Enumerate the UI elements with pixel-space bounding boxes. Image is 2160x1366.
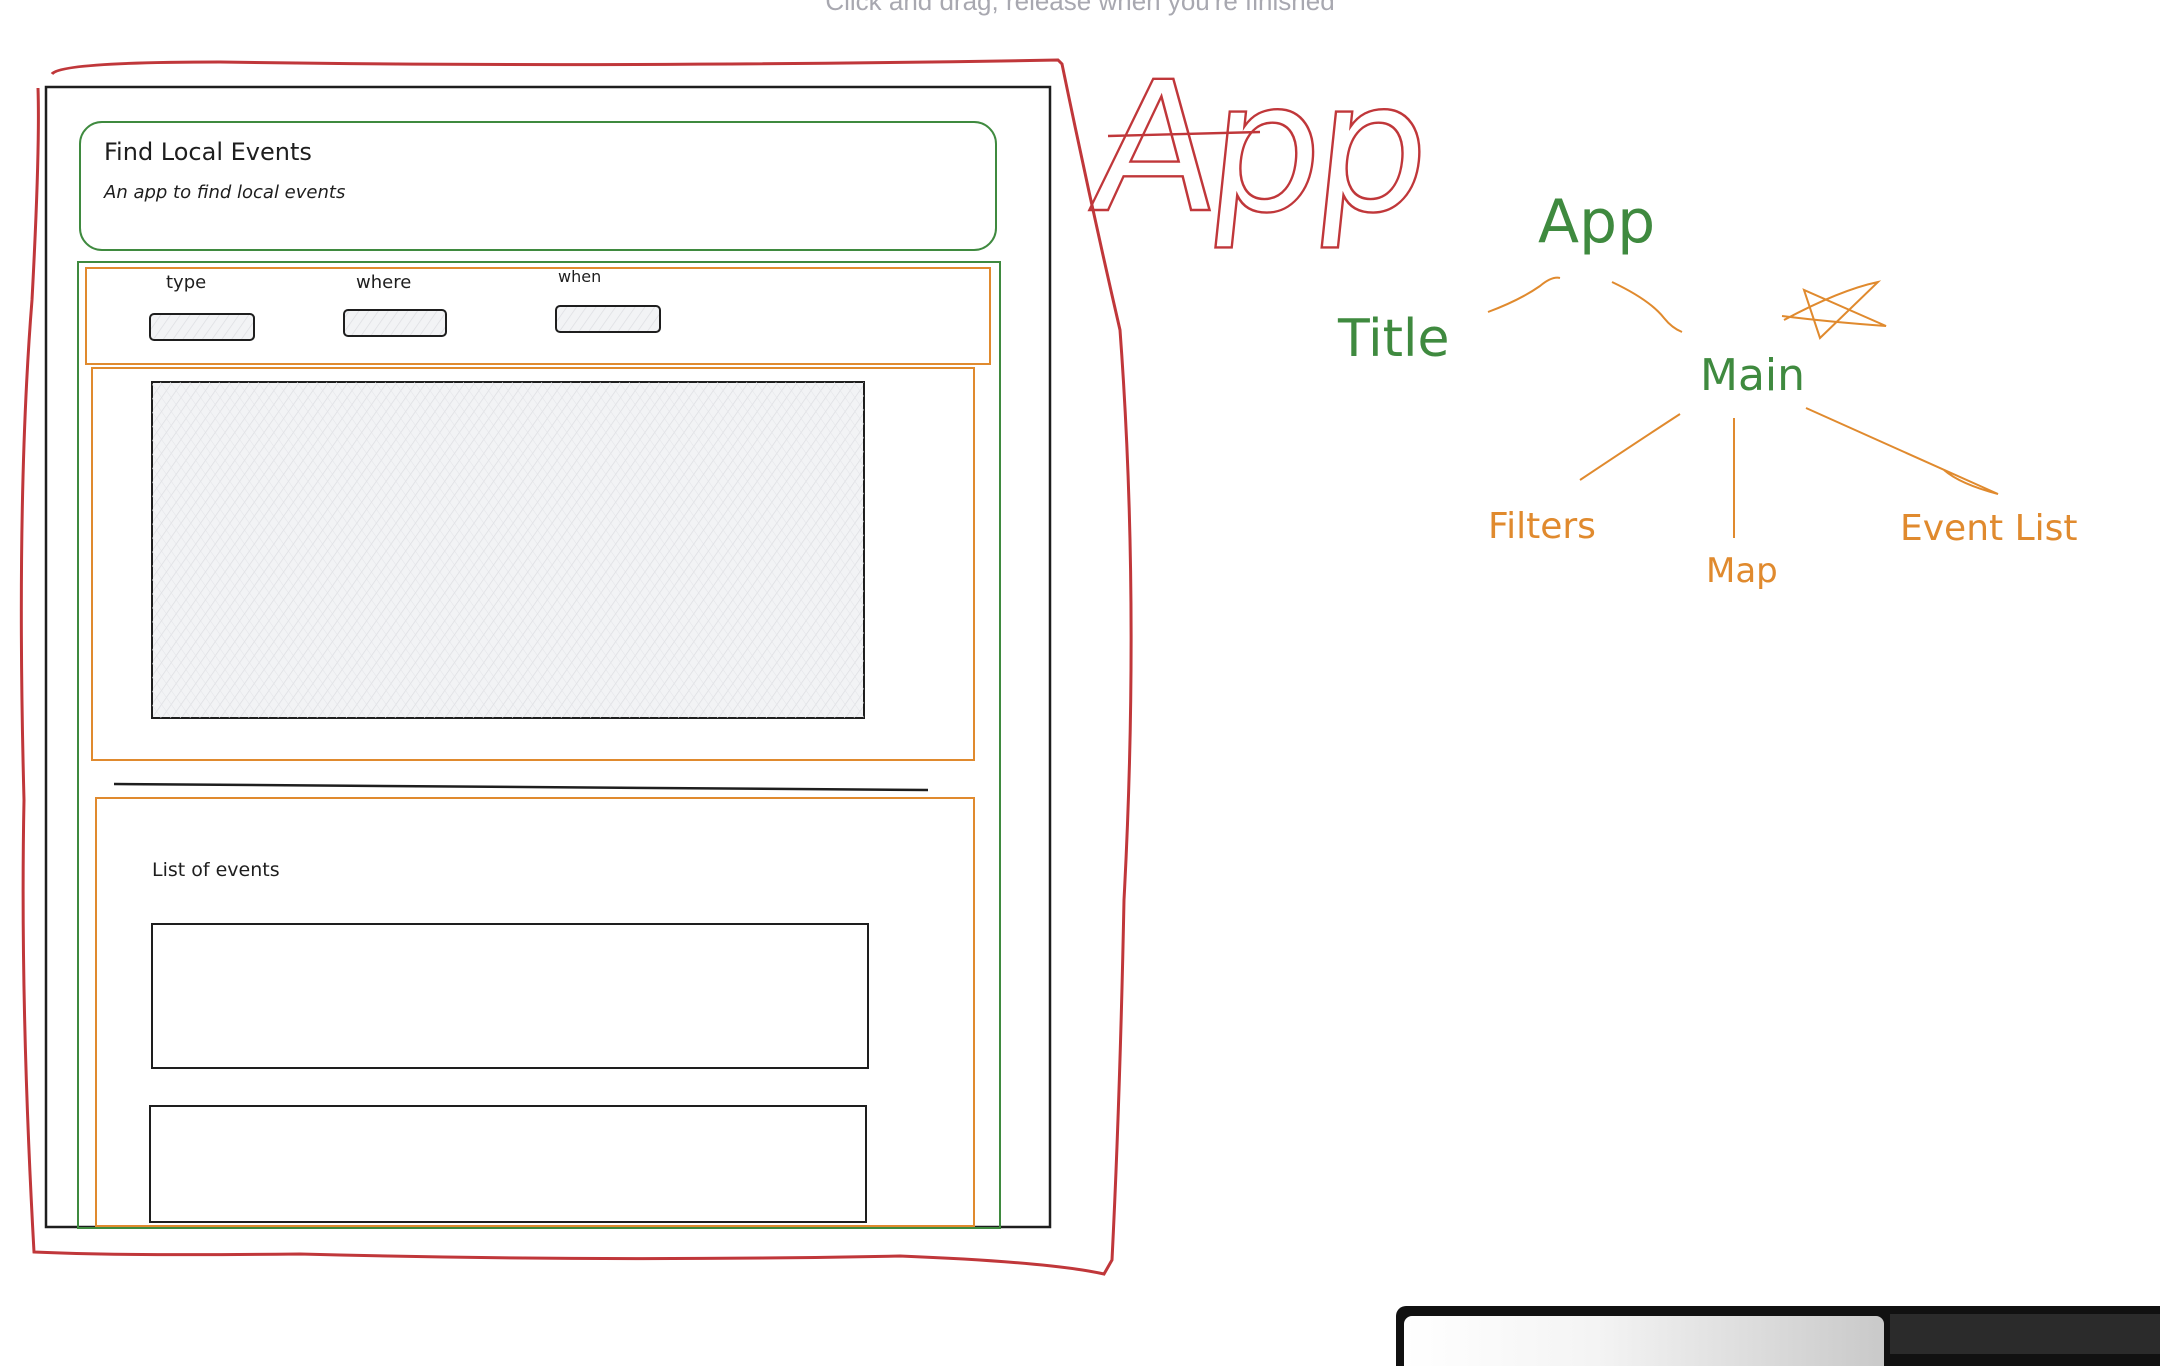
crossed-out-mark[interactable] [1781, 280, 1887, 340]
app-boundary-outline[interactable] [19, 58, 1133, 1276]
tree-node-main[interactable]: Main [1700, 350, 1805, 401]
thumbnail-page [1404, 1316, 1884, 1366]
app-scribble-underline[interactable] [1107, 130, 1261, 138]
map-section[interactable] [91, 367, 975, 761]
main-connector[interactable] [1611, 281, 1683, 333]
event-card[interactable] [151, 923, 869, 1069]
app-scribble-label[interactable]: App [1082, 41, 1434, 254]
event-list-section[interactable] [95, 797, 975, 1227]
thumbnail-dark-area [1890, 1314, 2160, 1354]
tree-node-title[interactable]: Title [1337, 309, 1449, 369]
section-divider[interactable] [113, 782, 929, 792]
screen-thumbnail-preview[interactable] [1396, 1306, 2160, 1366]
type-filter-input[interactable] [149, 313, 255, 341]
title-connector[interactable] [1487, 276, 1561, 313]
when-filter-label: when [558, 267, 601, 286]
tree-node-map[interactable]: Map [1706, 551, 1778, 591]
tree-node-event-list[interactable]: Event List [1900, 508, 2078, 549]
wireframe-subtitle: An app to find local events [103, 182, 345, 203]
header-box[interactable] [79, 121, 997, 251]
wireframe-title: Find Local Events [104, 138, 312, 166]
filters-connector[interactable] [1579, 413, 1681, 481]
when-filter-input[interactable] [555, 305, 661, 333]
type-filter-label: type [166, 272, 206, 293]
event-card[interactable] [149, 1105, 867, 1223]
where-filter-label: where [356, 272, 411, 293]
drawing-canvas[interactable]: App Find Local Events An app to find loc… [0, 0, 2160, 1338]
event-list-connector[interactable] [1805, 407, 1999, 495]
where-filter-input[interactable] [343, 309, 447, 337]
main-container[interactable] [77, 261, 1001, 1229]
event-list-heading: List of events [152, 859, 280, 881]
tree-node-app[interactable]: App [1538, 187, 1655, 257]
map-crosshatch [152, 382, 864, 718]
filters-bar[interactable] [85, 267, 991, 365]
tree-node-filters[interactable]: Filters [1488, 506, 1596, 547]
status-hint: Click and drag, release when you're fini… [825, 0, 1335, 16]
